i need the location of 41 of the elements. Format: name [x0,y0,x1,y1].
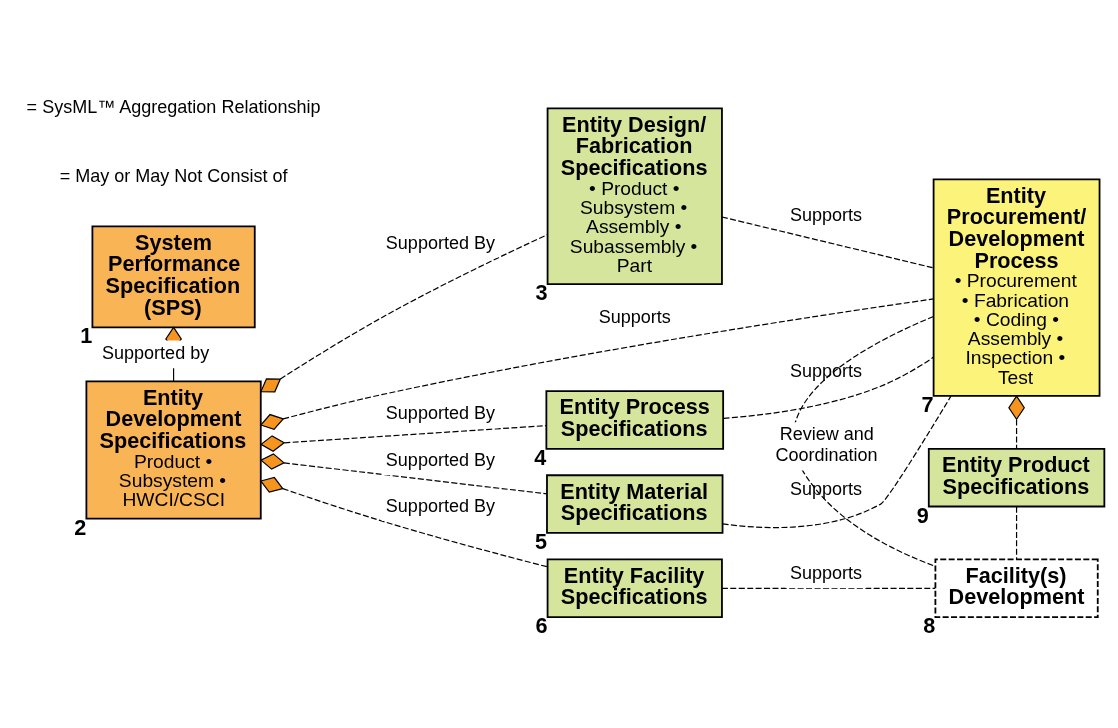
node-box: Entity Development Specifications Product • Subsystem • HWCI/CSCI [85,380,262,520]
connector [260,234,548,393]
node-box: Entity Facility Specifications [546,558,723,619]
edge-label: Supports [598,307,671,328]
edge-label: Supported By [385,403,495,424]
node-box: Entity Product Specifications [927,447,1106,508]
connector [260,425,547,452]
node-label: 7 [921,391,934,417]
node-label: 9 [916,502,929,528]
edge-label: Supports [789,204,862,225]
connector [1015,506,1018,560]
connector [1008,395,1025,450]
edge-label: Supported By [385,450,495,471]
edge-label: Supported By [385,232,495,253]
node-label: 1 [80,323,93,349]
node-label: 8 [923,613,936,639]
edge-label: Supported By [385,495,495,516]
legend-label: = SysML™ Aggregation Relationship [26,96,321,117]
node-box: Entity Procurement/ Development Process • Procurement • Fabrication • Coding • Assembly • Inspection • Test [932,178,1101,397]
connector [792,315,936,567]
node-label: 6 [535,613,548,639]
connector [260,453,548,495]
node-label: 4 [534,444,547,470]
node-label: 5 [534,529,547,555]
node-label: 3 [535,280,548,306]
edge-label: Supported by [102,343,210,364]
legend-label: = May or May Not Consist of [59,166,288,187]
connector [721,587,936,589]
node-box: Facility(s) Development [934,558,1099,619]
connector [721,216,935,269]
connector [259,476,549,568]
edge-label: Review and Coordination [775,424,878,465]
node-box: Entity Process Specifications [545,390,725,450]
edge-label: Supports [789,361,862,382]
node-box: Entity Material Specifications [546,474,724,534]
edge-label: Supports [789,479,862,500]
node-box: System Performance Specification (SPS) [91,225,256,329]
edge-label: Supports [789,563,862,584]
node-box: Entity Design/ Fabrication Specifications • Product • Subsystem • Assembly • Subassembly • Part [546,107,723,285]
connector [722,395,952,529]
node-label: 2 [74,514,87,540]
